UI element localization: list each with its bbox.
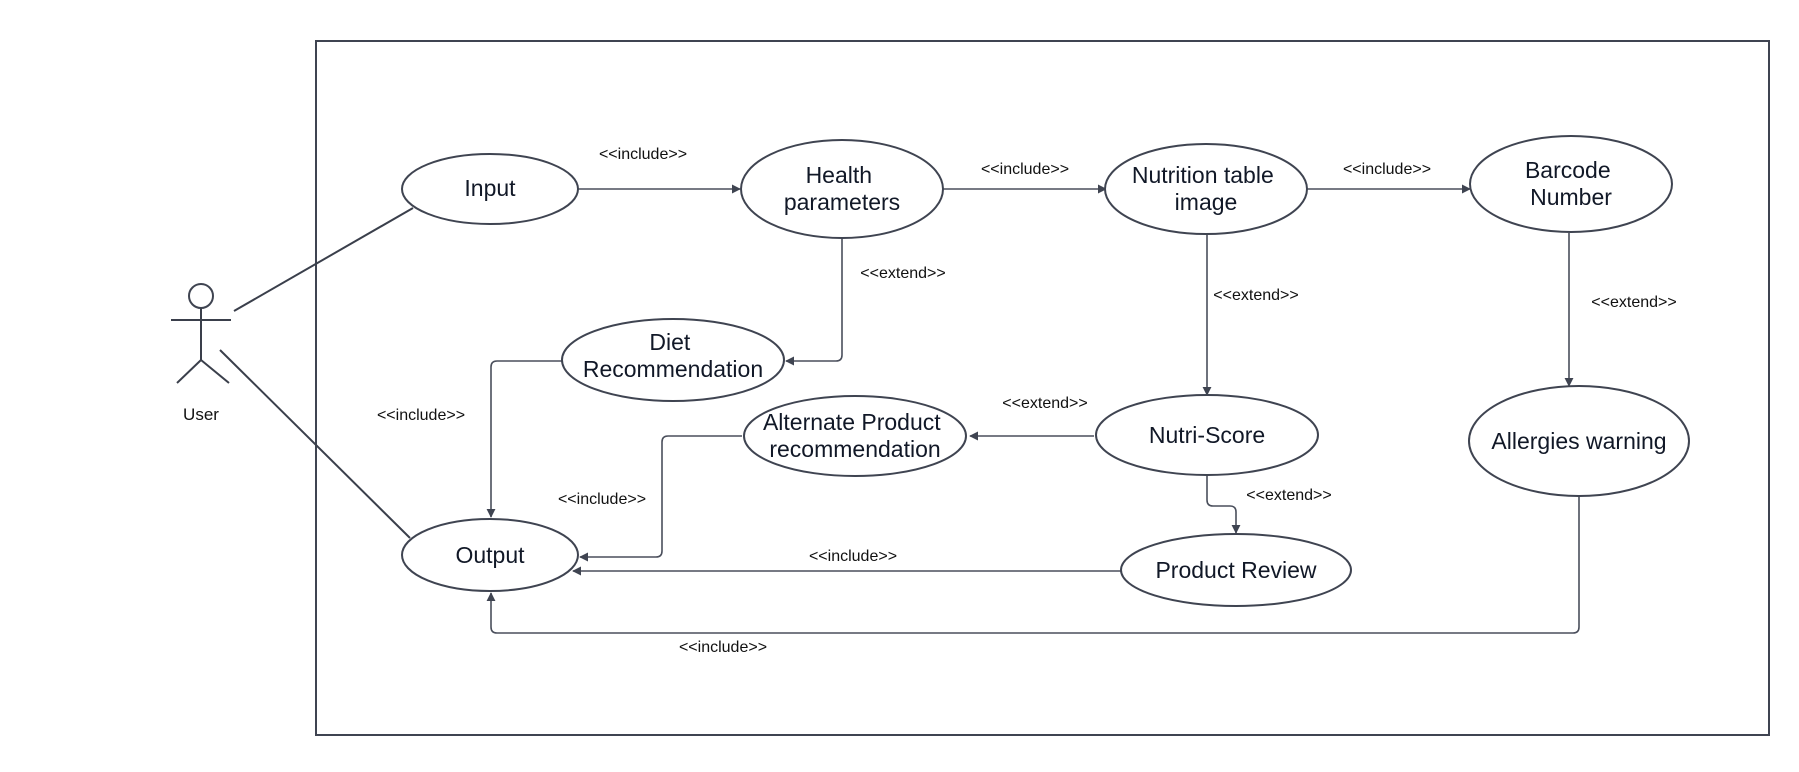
actor-label: User <box>183 405 219 424</box>
use-case-health-parameters[interactable]: Health parameters <box>740 139 944 239</box>
use-case-input-line-1: Input <box>464 175 516 201</box>
system-boundary <box>315 40 1770 736</box>
svg-text:Product Review: Product Review <box>1155 557 1316 583</box>
label-alternate-output: <<include>> <box>558 491 646 508</box>
label-nutriscore-alternate: <<extend>> <box>1002 395 1087 412</box>
svg-text:Input: Input <box>464 175 516 201</box>
svg-text:Nutrition table image: Nutrition table image <box>1132 162 1280 215</box>
use-case-nutri-score[interactable]: Nutri-Score <box>1095 394 1319 476</box>
edge-alternate-output <box>579 435 742 562</box>
label-allergies-output: <<include>> <box>679 639 767 656</box>
use-case-barcode-line-2: Number <box>1530 184 1612 210</box>
use-case-health-line-2: parameters <box>784 189 900 215</box>
use-case-health-line-1: Health <box>806 162 872 188</box>
label-health-nutrition: <<include>> <box>981 161 1069 178</box>
use-case-diet-line-2: Recommendation <box>583 356 763 382</box>
use-case-input[interactable]: Input <box>401 153 579 225</box>
edge-diet-output <box>486 360 562 518</box>
use-case-nutrition-table-image[interactable]: Nutrition table image <box>1104 143 1308 235</box>
use-case-output-line-1: Output <box>455 542 525 568</box>
svg-text:Allergies warning: Allergies warning <box>1491 428 1666 454</box>
use-case-alternate-line-2: recommendation <box>769 436 940 462</box>
edge-health-diet <box>785 236 843 366</box>
association-user-input <box>233 207 414 312</box>
label-barcode-allergies: <<extend>> <box>1591 294 1676 311</box>
svg-text:Output: Output <box>455 542 525 568</box>
label-nutrition-nutriscore: <<extend>> <box>1213 287 1298 304</box>
svg-text:Alternate Product recomm: Alternate Product recommendation <box>763 409 947 462</box>
use-case-allergies-line-1: Allergies warning <box>1491 428 1666 454</box>
use-case-barcode-line-1: Barcode <box>1525 157 1611 183</box>
use-case-diet-recommendation[interactable]: Diet Recommendation <box>561 318 785 402</box>
label-nutrition-barcode: <<include>> <box>1343 161 1431 178</box>
use-case-nutrition-line-2: image <box>1175 189 1238 215</box>
label-review-output: <<include>> <box>809 548 897 565</box>
actor-right-leg <box>200 359 230 384</box>
association-user-output <box>219 349 411 539</box>
edge-nutriscore-review <box>1206 476 1241 534</box>
use-case-barcode-number[interactable]: Barcode Number <box>1469 135 1673 233</box>
use-case-review-line-1: Product Review <box>1155 557 1316 583</box>
use-case-diet-line-1: Diet <box>649 329 691 355</box>
use-case-output[interactable]: Output <box>401 518 579 592</box>
svg-text:Nutri-Score: Nutri-Score <box>1149 422 1265 448</box>
actor-left-leg <box>176 359 202 384</box>
use-case-nutriscore-line-1: Nutri-Score <box>1149 422 1265 448</box>
use-case-product-review[interactable]: Product Review <box>1120 533 1352 607</box>
svg-text:Diet Recommendation: Diet Recommendation <box>583 329 763 382</box>
use-case-nutrition-line-1: Nutrition table <box>1132 162 1274 188</box>
actor-head <box>188 283 214 309</box>
label-diet-output: <<include>> <box>377 407 465 424</box>
use-case-alternate-product-recommendation[interactable]: Alternate Product recommendation <box>743 395 967 477</box>
label-input-health: <<include>> <box>599 146 687 163</box>
svg-text:Health parameters: Health parameters <box>784 162 900 215</box>
svg-text:Barcode Number: Barcode Number <box>1525 157 1617 210</box>
use-case-allergies-warning[interactable]: Allergies warning <box>1468 385 1690 497</box>
use-case-alternate-line-1: Alternate Product <box>763 409 941 435</box>
label-health-diet: <<extend>> <box>860 265 945 282</box>
user-actor[interactable]: User <box>171 283 231 424</box>
edge-allergies-output <box>486 496 1580 634</box>
label-nutriscore-review: <<extend>> <box>1246 487 1331 504</box>
